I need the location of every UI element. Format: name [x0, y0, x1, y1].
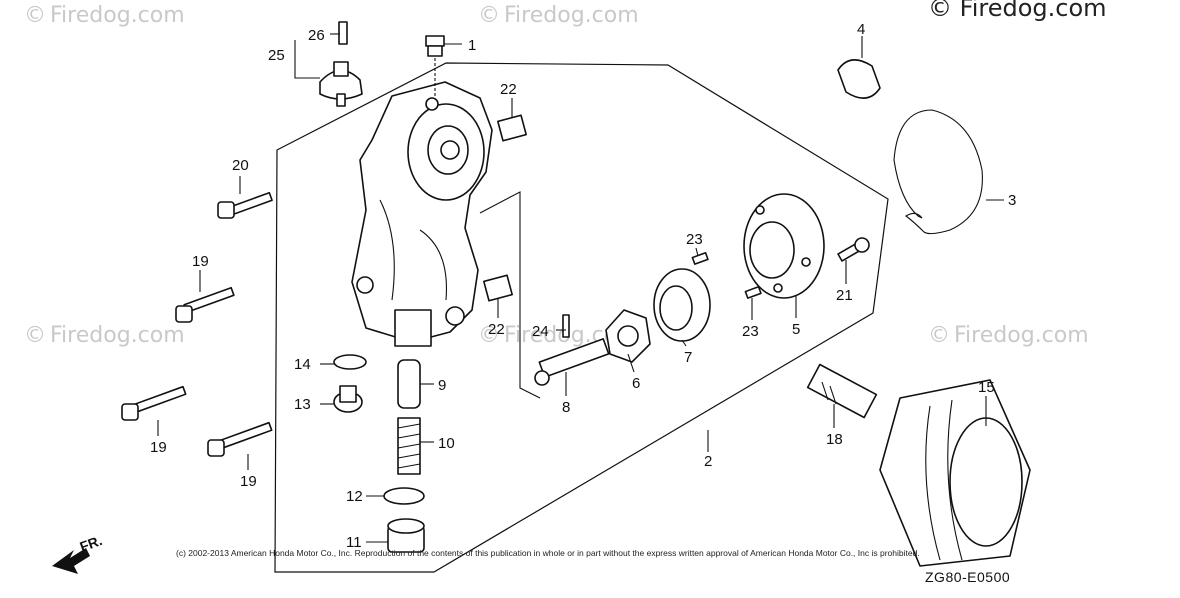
faint-watermarks: © Firedog.com © Firedog.com © Firedog.co…: [24, 3, 1089, 348]
callout-22: 22: [500, 81, 517, 98]
callout-11: 11: [346, 534, 362, 551]
callout-12: 12: [346, 488, 363, 505]
callout-21: 21: [836, 287, 853, 304]
front-arrow-icon: [52, 548, 90, 574]
callout-20: 20: [232, 157, 249, 174]
callout-1: 1: [468, 37, 476, 54]
callout-9: 9: [438, 377, 446, 394]
watermark-symbol: ©: [478, 3, 500, 28]
oil-pump-cover: [351, 81, 493, 347]
outer-rotor-7: [653, 268, 711, 342]
front-label: FR.: [78, 532, 105, 555]
watermark-symbol: ©: [478, 323, 500, 348]
callout-2: 2: [704, 453, 712, 470]
pump-body-5: [743, 193, 825, 299]
watermark-text: Firedog.com: [954, 323, 1089, 348]
copyright-notice: (c) 2002-2013 American Honda Motor Co., …: [176, 548, 920, 558]
bolt-21: [837, 237, 870, 262]
bolt-20: [217, 191, 273, 219]
callout-22: 22: [488, 321, 505, 338]
callout-13: 13: [294, 396, 311, 413]
bolt-19: [121, 385, 187, 421]
callout-23: 23: [742, 323, 759, 340]
callout-6: 6: [632, 375, 640, 392]
relief-spring-10: [397, 417, 421, 475]
washer-14: [333, 354, 367, 370]
callout-23: 23: [686, 231, 703, 248]
callout-19: 19: [192, 253, 209, 270]
plug-11: [387, 518, 425, 553]
callout-4: 4: [857, 21, 865, 38]
oil-filter-nipple-18: [806, 363, 878, 419]
watermark-text: Firedog.com: [50, 323, 185, 348]
callout-18: 18: [826, 431, 843, 448]
inner-rotor-6: [605, 309, 651, 363]
callout-26: 26: [308, 27, 325, 44]
bolt-19: [207, 421, 273, 457]
callout-labels: 1 2 3 4 5 6 7 8 9 10 11 12 13 14 15 18 1…: [150, 21, 1016, 551]
pump-internals-bracket: [479, 191, 541, 399]
oil-filter-15: [879, 379, 1031, 567]
o-ring-4: [837, 59, 881, 99]
callout-8: 8: [562, 399, 570, 416]
pin-23: [691, 251, 762, 299]
front-direction-indicator: FR.: [52, 532, 104, 574]
assembly-outline: [274, 62, 889, 573]
watermark-symbol: ©: [24, 323, 46, 348]
watermark-text: Firedog.com: [50, 3, 185, 28]
pin-24: [562, 314, 570, 338]
callout-19: 19: [150, 439, 167, 456]
callout-15: 15: [978, 379, 995, 396]
leader-lines: [157, 33, 1004, 543]
callout-7: 7: [684, 349, 692, 366]
plug-13: [333, 385, 363, 413]
brand-watermark: © Firedog.com: [928, 0, 1107, 22]
callout-10: 10: [438, 435, 455, 452]
diagram-code: ZG80-E0500: [925, 569, 1011, 585]
callout-5: 5: [792, 321, 800, 338]
dowel-pin-22: [483, 114, 527, 302]
callout-14: 14: [294, 356, 311, 373]
callout-19: 19: [240, 473, 257, 490]
bolt-19: [175, 286, 235, 323]
washer-12: [383, 487, 425, 505]
callout-3: 3: [1008, 192, 1016, 209]
watermark-symbol: ©: [24, 3, 46, 28]
plug-bolt-1: [425, 35, 445, 96]
oil-pressure-switch: [319, 21, 363, 107]
callout-25: 25: [268, 47, 285, 64]
relief-valve-9: [397, 359, 421, 409]
watermark-symbol: ©: [928, 323, 950, 348]
callout-24: 24: [532, 323, 549, 340]
pump-shaft-8: [534, 338, 610, 386]
watermark-text: Firedog.com: [504, 3, 639, 28]
gasket-3: [893, 109, 983, 235]
